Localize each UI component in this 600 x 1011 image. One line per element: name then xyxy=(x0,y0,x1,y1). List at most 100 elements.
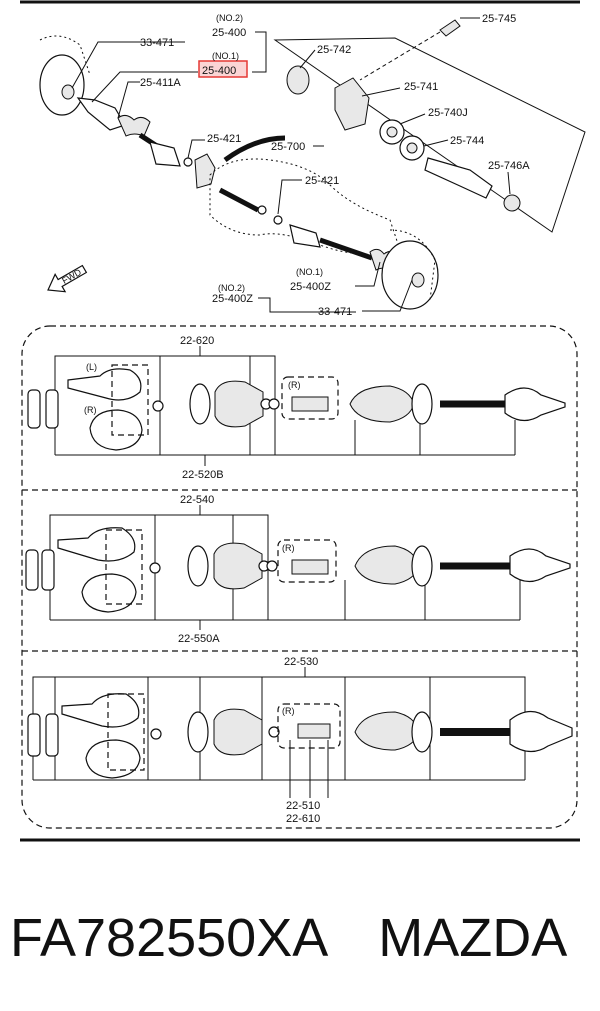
p3-clip xyxy=(150,728,162,740)
leader-25-400-top xyxy=(252,31,267,73)
brand-name: MAZDA xyxy=(378,908,568,968)
bolt-25-745 xyxy=(439,19,461,37)
clip-a xyxy=(183,157,193,167)
p3-boot-2 xyxy=(354,711,420,751)
part-25-741 xyxy=(334,77,370,131)
variants-panel xyxy=(21,325,578,829)
label-33-471-bot: 33-471 xyxy=(318,306,352,318)
label-25-421-b: 25-421 xyxy=(305,175,339,187)
right-hub-nut xyxy=(411,272,425,288)
p2-boot-2 xyxy=(354,545,420,585)
highlight-box xyxy=(198,60,248,78)
label-no2-bot: (NO.2) xyxy=(218,283,245,293)
footer: FA782550XA MAZDA xyxy=(10,898,590,978)
bolt-dash xyxy=(359,31,441,81)
label-33-471-top: 33-471 xyxy=(140,37,174,49)
p3-band-2 xyxy=(411,711,433,753)
p2-inner-part xyxy=(291,559,329,575)
label-no1-top: (NO.1) xyxy=(212,51,239,61)
p1-grease-2 xyxy=(45,389,59,429)
p3-inner-part xyxy=(297,723,331,739)
p1-top-label: 22-620 xyxy=(180,335,214,347)
p1-boot xyxy=(214,380,264,428)
p3-grease-2 xyxy=(45,713,59,757)
p2-joint-top xyxy=(57,527,136,562)
label-25-400Z-b: 25-400Z xyxy=(212,293,253,305)
p3-bottom-label-2: 22-610 xyxy=(286,813,320,825)
leader-33-471-bot xyxy=(362,279,413,312)
leader-25-400-hl xyxy=(91,71,198,103)
part-number: FA782550XA xyxy=(10,908,329,968)
p3-band-1 xyxy=(187,711,209,753)
p1-R-label: (R) xyxy=(84,405,97,415)
p3-top-label: 22-530 xyxy=(284,656,318,668)
leader-25-741 xyxy=(361,87,401,97)
leader-25-411A xyxy=(117,81,140,119)
p3-outer-joint xyxy=(509,710,573,753)
label-25-741: 25-741 xyxy=(404,81,438,93)
label-no2-top: (NO.2) xyxy=(216,13,243,23)
p3-joint-bot xyxy=(85,739,141,779)
p1-band-2 xyxy=(411,383,433,425)
p3-inner-dash xyxy=(277,703,341,749)
p2-band-2 xyxy=(411,545,433,587)
transmission xyxy=(209,158,401,255)
label-25-700: 25-700 xyxy=(271,141,305,153)
left-cv-joint xyxy=(76,97,126,131)
p2-clip xyxy=(149,562,161,574)
p3-bottom-label-1: 22-510 xyxy=(286,800,320,812)
mid-shaft xyxy=(218,187,260,213)
label-25-740J: 25-740J xyxy=(428,107,468,119)
label-25-400Z: 25-400Z xyxy=(290,281,331,293)
exploded-view: FWD 25-745 (NO.2) 25-400 33-471 (NO.1) 2… xyxy=(39,13,586,318)
p1-joint-R xyxy=(89,409,143,451)
p1-boot-2 xyxy=(349,385,415,423)
variant-2: 22-540 (R) 22-550A xyxy=(25,494,571,645)
clip-c xyxy=(273,215,283,225)
p1-inner-dash xyxy=(281,376,339,420)
p2-joint-dash xyxy=(105,529,143,605)
p1-bottom-label: 22-520B xyxy=(182,469,224,481)
p3-boot xyxy=(213,708,263,756)
p2-boot xyxy=(213,542,263,590)
p1-joint-L xyxy=(67,368,142,401)
part-25-740J-inner xyxy=(386,126,398,138)
leader-25-400Z-b xyxy=(258,297,356,313)
label-25-745: 25-745 xyxy=(482,13,516,25)
p2-joint-bot xyxy=(81,573,137,613)
leader-33-471-top xyxy=(71,41,185,89)
p1-L-label: (L) xyxy=(86,362,97,372)
p1-inner-part xyxy=(291,396,329,412)
right-hub xyxy=(381,240,439,310)
part-25-746A-shaft xyxy=(424,157,493,199)
inset-box xyxy=(273,37,586,233)
label-25-400-top: 25-400 xyxy=(212,27,246,39)
p3-joint-dash xyxy=(107,693,145,771)
label-25-400-highlighted: 25-400 xyxy=(202,65,236,77)
p1-outer-joint xyxy=(504,387,566,422)
p3-joint-top xyxy=(61,693,140,728)
p2-inner-dash xyxy=(277,539,337,583)
left-inner-joint xyxy=(149,141,181,167)
parts-diagram: FWD 25-745 (NO.2) 25-400 33-471 (NO.1) 2… xyxy=(20,0,586,842)
p1-R2-label: (R) xyxy=(288,380,301,390)
part-25-746A-seal xyxy=(503,194,521,212)
right-inner-joint xyxy=(289,224,321,248)
label-25-411A: 25-411A xyxy=(140,77,181,89)
clip-b xyxy=(257,205,267,215)
leader-25-742 xyxy=(299,49,316,69)
left-hub-nut xyxy=(61,84,75,100)
part-25-744-inner xyxy=(406,142,418,154)
p1-grease-1 xyxy=(27,389,41,429)
fwd-arrow: FWD xyxy=(47,264,88,293)
label-25-742: 25-742 xyxy=(317,44,351,56)
p1-clip xyxy=(152,400,164,412)
left-boot xyxy=(117,114,151,137)
p1-band-1 xyxy=(189,383,211,425)
p1-joint-dash xyxy=(111,364,149,436)
p2-outer-joint xyxy=(509,548,571,583)
p2-ring-2 xyxy=(266,560,278,572)
p3-ring-1 xyxy=(268,726,280,738)
p2-grease-1 xyxy=(25,549,39,591)
right-shaft xyxy=(319,237,373,261)
